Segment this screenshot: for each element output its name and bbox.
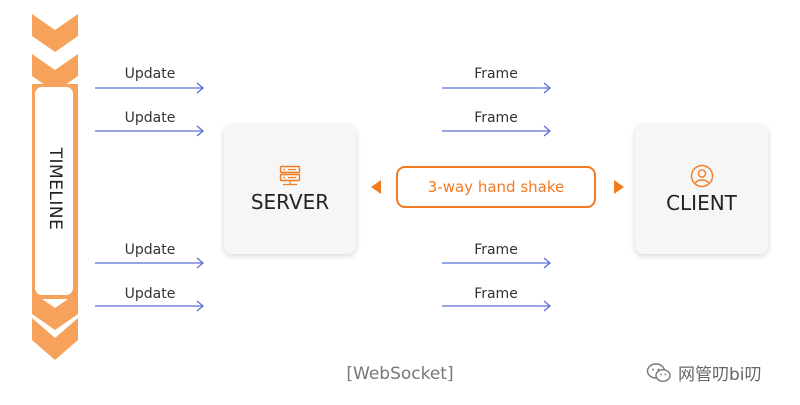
server-icon <box>279 165 301 191</box>
timeline: TIMELINE <box>32 14 78 364</box>
frame-label: Frame <box>474 242 518 258</box>
handshake-label: 3-way hand shake <box>427 178 565 196</box>
handshake-box: 3-way hand shake <box>396 166 596 208</box>
update-arrow <box>95 300 207 312</box>
timeline-label: TIMELINE <box>45 147 65 231</box>
wechat-icon <box>646 362 672 384</box>
client-title: CLIENT <box>666 191 737 215</box>
diagram-caption: [WebSocket] <box>346 364 454 384</box>
frame-arrow <box>442 300 554 312</box>
handshake-left-arrow-icon <box>371 180 381 194</box>
update-label: Update <box>124 110 176 126</box>
user-icon <box>690 164 714 192</box>
server-card: SERVER <box>224 124 356 254</box>
update-label: Update <box>124 286 176 302</box>
frame-arrow <box>442 82 554 94</box>
frame-arrow <box>442 125 554 137</box>
update-label: Update <box>124 242 176 258</box>
timeline-label-box <box>34 86 74 296</box>
frame-label: Frame <box>474 286 518 302</box>
server-title: SERVER <box>250 190 330 214</box>
update-arrow <box>95 125 207 137</box>
watermark-text: 网管叨bi叨 <box>678 365 762 385</box>
frame-arrow <box>442 257 554 269</box>
client-card: CLIENT <box>635 124 768 254</box>
update-arrow <box>95 82 207 94</box>
frame-label: Frame <box>474 66 518 82</box>
frame-label: Frame <box>474 110 518 126</box>
handshake-right-arrow-icon <box>614 180 624 194</box>
update-arrow <box>95 257 207 269</box>
watermark: 网管叨bi叨 <box>646 360 762 385</box>
update-label: Update <box>124 66 176 82</box>
